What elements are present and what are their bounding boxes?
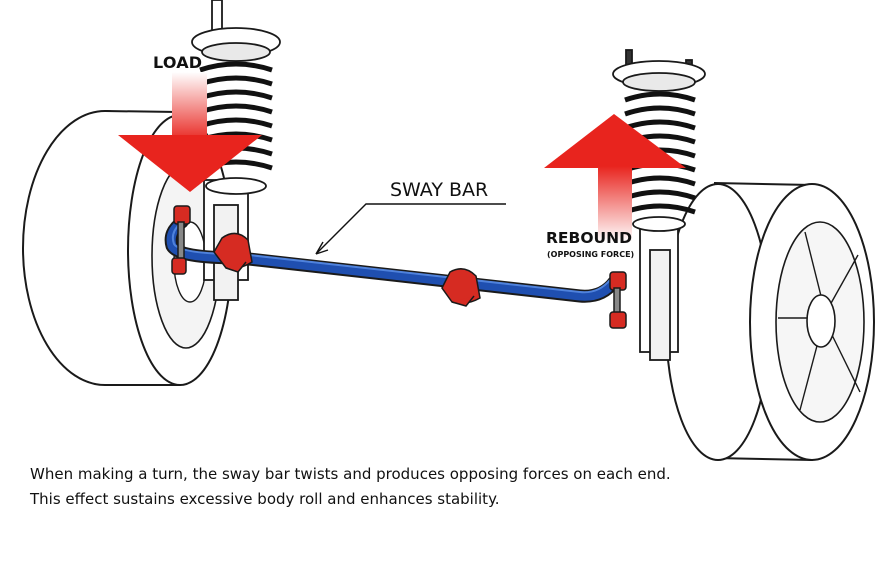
rebound-arrow-up (544, 114, 686, 242)
load-arrow-down (118, 72, 262, 192)
center-bushing-bracket (441, 268, 481, 307)
load-label: LOAD (153, 53, 203, 72)
rebound-label: REBOUND (546, 229, 632, 247)
right-wheel (665, 182, 875, 462)
caption-line-2: This effect sustains excessive body roll… (30, 490, 500, 508)
right-strut (612, 49, 706, 361)
left-end-link (171, 205, 191, 275)
sway-bar (164, 215, 621, 303)
opposing-force-label: (OPPOSING FORCE) (547, 250, 635, 259)
caption-line-1: When making a turn, the sway bar twists … (30, 465, 671, 483)
right-end-link (609, 271, 627, 329)
sway-bar-label: SWAY BAR (390, 179, 489, 201)
left-bushing-bracket (213, 232, 253, 273)
right-wheel-spokes (778, 231, 861, 411)
sway-bar-callout-leader (315, 203, 506, 255)
caption: When making a turn, the sway bar twists … (30, 462, 880, 512)
